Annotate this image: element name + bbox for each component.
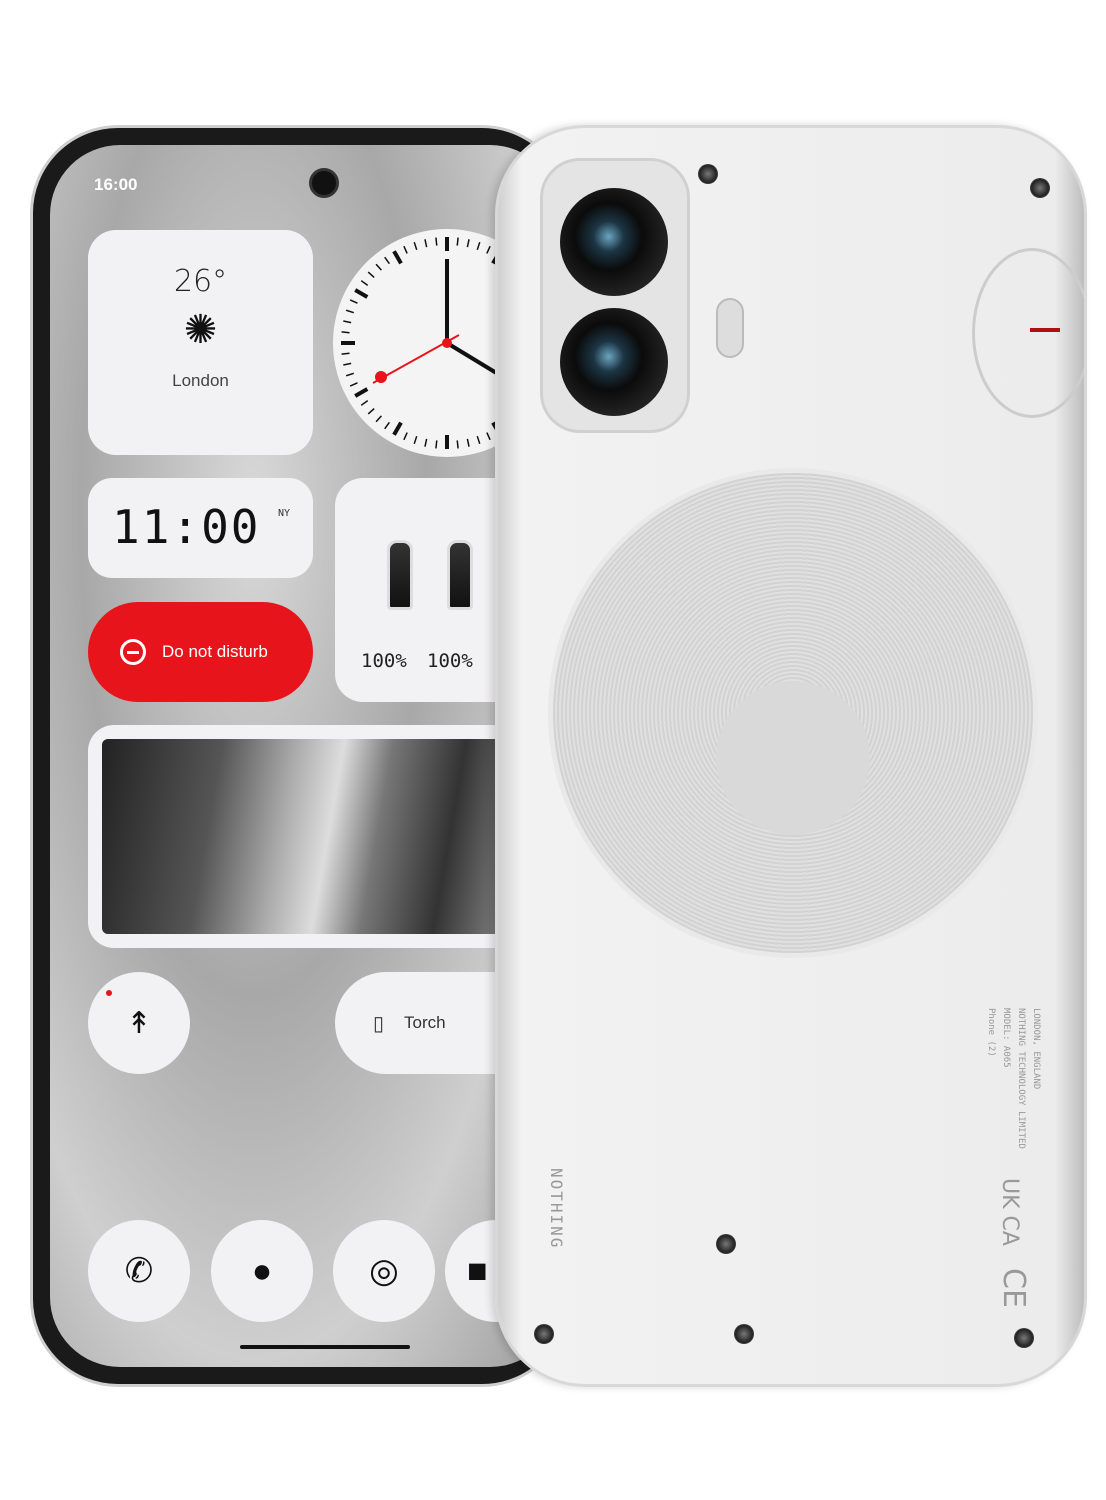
- clock-tick: [486, 245, 491, 254]
- clock-tick: [413, 241, 418, 251]
- phone-app[interactable]: ✆: [88, 1220, 190, 1322]
- screw-icon: [734, 1324, 754, 1344]
- clock-tick: [345, 372, 355, 377]
- camera-icon: ■: [467, 1251, 488, 1290]
- phone-icon: ✆: [124, 1252, 154, 1290]
- clock-tick: [403, 432, 408, 441]
- north-dot: [106, 990, 112, 996]
- left-earbud-battery: 100%: [361, 650, 407, 672]
- clock-tick: [345, 309, 355, 314]
- coil-center: [716, 681, 870, 835]
- clock-tick: [341, 331, 350, 334]
- clock-tick: [341, 352, 350, 355]
- clock-tick: [360, 399, 369, 406]
- minute-hand: [445, 341, 505, 379]
- messages-icon: ●: [251, 1251, 273, 1290]
- screw-icon: [698, 164, 718, 184]
- photo-image: [102, 739, 554, 934]
- clock-tick: [476, 435, 481, 445]
- glyph-corner-light: [972, 248, 1084, 418]
- sun-icon: ✺: [183, 308, 218, 352]
- reg-line: LONDON, ENGLAND: [1031, 1008, 1041, 1090]
- clock-tick: [343, 320, 352, 324]
- screw-icon: [534, 1324, 554, 1344]
- clock-tick: [375, 415, 382, 423]
- clock-tick: [486, 432, 491, 441]
- clock-tick: [392, 421, 403, 436]
- phone-home-screen: 16:00 26° ✺ London 11:00 NY 100% 100% Do…: [50, 145, 560, 1367]
- clock-tick: [360, 280, 369, 287]
- clock-tick: [403, 245, 408, 254]
- weather-widget[interactable]: 26° ✺ London: [88, 230, 313, 455]
- chrome-icon: ◎: [369, 1252, 399, 1290]
- world-clock-zone: NY: [278, 508, 291, 519]
- clock-tick: [456, 237, 459, 246]
- clock-tick: [435, 440, 438, 449]
- flashlight-icon: ▯: [373, 1012, 385, 1035]
- clock-tick: [413, 435, 418, 445]
- clock-tick: [349, 382, 358, 387]
- reg-line: Phone (2): [986, 1008, 996, 1057]
- clock-tick: [466, 239, 470, 248]
- clock-tick: [354, 288, 369, 299]
- left-earbud-icon: [387, 540, 413, 610]
- clock-tick: [456, 440, 459, 449]
- world-clock-widget[interactable]: 11:00 NY: [88, 478, 313, 578]
- screw-icon: [1014, 1328, 1034, 1348]
- screw-icon: [1030, 178, 1050, 198]
- compass-widget[interactable]: ↟: [88, 972, 190, 1074]
- right-earbud-battery: 100%: [427, 650, 473, 672]
- clock-tick: [367, 271, 375, 278]
- clock-tick: [392, 250, 403, 265]
- right-earbud-icon: [447, 540, 473, 610]
- clock-tick: [367, 408, 375, 415]
- photo-widget[interactable]: [88, 725, 560, 948]
- clock-tick: [476, 241, 481, 251]
- dnd-label: Do not disturb: [162, 642, 268, 661]
- clock-tick: [435, 237, 438, 246]
- clock-tick: [349, 299, 358, 304]
- clock-tick: [384, 421, 391, 430]
- brand-text: NOTHING: [547, 1168, 566, 1250]
- clock-tick: [354, 387, 369, 398]
- world-clock-time: 11:00: [112, 500, 261, 554]
- clock-tick: [343, 362, 352, 366]
- weather-city: London: [172, 371, 229, 390]
- phone-back: NOTHING Phone (2) MODEL: A065 NOTHING TE…: [495, 125, 1087, 1387]
- minus-circle-icon: [120, 639, 146, 665]
- compass-arrow-icon: ↟: [126, 1006, 152, 1040]
- ce-mark: CE: [996, 1268, 1031, 1308]
- reg-line: NOTHING TECHNOLOGY LIMITED: [1016, 1008, 1026, 1149]
- clock-tick: [466, 438, 470, 447]
- clock-tick: [424, 239, 428, 248]
- torch-label: Torch: [404, 1013, 446, 1032]
- main-camera-lens: [560, 188, 668, 296]
- do-not-disturb-toggle[interactable]: Do not disturb: [88, 602, 313, 702]
- reg-line: MODEL: A065: [1001, 1008, 1011, 1068]
- flash: [716, 298, 744, 358]
- red-led: [1030, 328, 1060, 332]
- weather-temperature: 26°: [173, 264, 228, 299]
- clock-tick: [375, 263, 382, 271]
- home-indicator[interactable]: [240, 1345, 410, 1349]
- screw-icon: [716, 1234, 736, 1254]
- clock-tick: [424, 438, 428, 447]
- ultrawide-camera-lens: [560, 308, 668, 416]
- clock-tick: [384, 256, 391, 265]
- status-time: 16:00: [94, 175, 138, 194]
- messages-app[interactable]: ●: [211, 1220, 313, 1322]
- chrome-app[interactable]: ◎: [333, 1220, 435, 1322]
- front-camera: [309, 168, 339, 198]
- ukca-mark: UK CA: [997, 1178, 1022, 1246]
